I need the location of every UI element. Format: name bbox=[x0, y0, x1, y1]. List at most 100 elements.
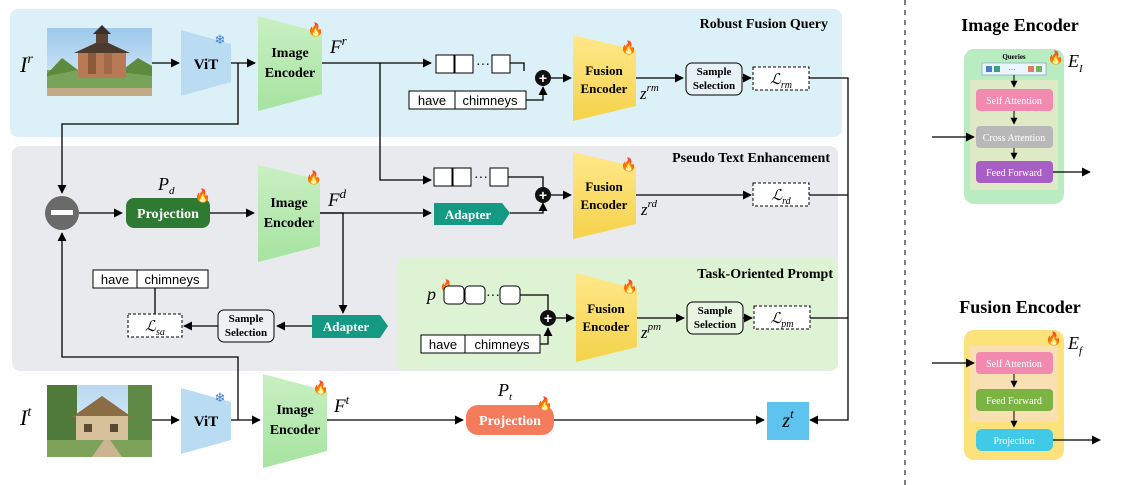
svg-text:Selection: Selection bbox=[694, 319, 736, 331]
svg-text:Encoder: Encoder bbox=[583, 319, 630, 334]
svg-text:Fusion: Fusion bbox=[585, 179, 623, 194]
flame-icon: 🔥 bbox=[308, 22, 324, 37]
svg-text:Image: Image bbox=[276, 403, 313, 418]
projection-block-fe bbox=[976, 429, 1053, 451]
ef-label: Ef bbox=[1067, 333, 1084, 357]
svg-text:chimneys: chimneys bbox=[475, 337, 530, 352]
svg-text:Encoder: Encoder bbox=[581, 197, 628, 212]
self-attention-block bbox=[976, 89, 1053, 111]
text-tokens-lower: have chimneys bbox=[92, 269, 209, 289]
svg-text:Cross Attention: Cross Attention bbox=[983, 133, 1046, 144]
loss-rm-label: ℒrm bbox=[770, 72, 792, 91]
cross-attention-block bbox=[976, 126, 1053, 148]
text-tokens-row1: have chimneys bbox=[408, 90, 527, 110]
task-oriented-prompt-title: Task-Oriented Prompt bbox=[697, 267, 833, 282]
vit-label-target: ViT bbox=[194, 414, 218, 430]
image-encoder-label-1: Image bbox=[271, 46, 308, 61]
ei-label: EI bbox=[1067, 51, 1084, 75]
svg-text:Feed Forward: Feed Forward bbox=[986, 396, 1042, 407]
flame-icon: 🔥 bbox=[313, 380, 329, 395]
flame-icon: 🔥 bbox=[537, 396, 553, 411]
svg-text:Adapter: Adapter bbox=[323, 319, 369, 334]
svg-text:Projection: Projection bbox=[137, 207, 199, 222]
svg-text:Adapter: Adapter bbox=[445, 207, 491, 222]
p-label: p bbox=[425, 284, 436, 304]
image-encoder-reference bbox=[258, 16, 322, 111]
zt-box bbox=[767, 402, 809, 440]
snowflake-icon: ❄ bbox=[215, 32, 226, 47]
svg-text:chimneys: chimneys bbox=[145, 272, 200, 287]
flame-icon: 🔥 bbox=[1046, 331, 1062, 346]
ft-label: Ft bbox=[333, 392, 350, 417]
loss-sa-label: ℒsa bbox=[145, 319, 165, 338]
svg-text:···: ··· bbox=[476, 58, 490, 73]
flame-icon: 🔥 bbox=[306, 170, 322, 185]
svg-text:Projection: Projection bbox=[479, 414, 541, 429]
vit-label-reference: ViT bbox=[194, 57, 218, 73]
svg-text:chimneys: chimneys bbox=[463, 93, 518, 108]
ir-label: Ir bbox=[19, 52, 33, 77]
svg-text:Image: Image bbox=[270, 196, 307, 211]
queries-label: Queries bbox=[1002, 53, 1026, 61]
fusion-encoder-row3 bbox=[576, 273, 637, 362]
snowflake-icon: ❄ bbox=[215, 390, 226, 405]
svg-text:Self Attention: Self Attention bbox=[986, 96, 1042, 107]
loss-rd-label: ℒrd bbox=[771, 188, 791, 207]
pseudo-text-enhancement-title: Pseudo Text Enhancement bbox=[672, 151, 830, 166]
image-encoder-target bbox=[263, 374, 327, 468]
svg-text:Selection: Selection bbox=[693, 80, 735, 92]
adapter-block-row2 bbox=[434, 203, 510, 225]
svg-text:Encoder: Encoder bbox=[581, 81, 628, 96]
svg-text:Selection: Selection bbox=[225, 327, 267, 339]
svg-text:Feed Forward: Feed Forward bbox=[986, 168, 1042, 179]
svg-text:Sample: Sample bbox=[229, 313, 264, 325]
plus-circle-row3 bbox=[540, 310, 556, 326]
flame-icon: 🔥 bbox=[1048, 50, 1064, 65]
svg-text:···: ··· bbox=[474, 171, 488, 186]
self-attention-block-fe bbox=[976, 352, 1053, 374]
svg-text:Fusion: Fusion bbox=[585, 63, 623, 78]
fd-label: Fd bbox=[327, 186, 347, 211]
feed-forward-block-fe bbox=[976, 389, 1053, 411]
projection-block-pt bbox=[466, 405, 554, 435]
vit-block-target bbox=[181, 388, 231, 454]
flame-icon: 🔥 bbox=[195, 188, 211, 203]
target-image bbox=[47, 385, 152, 457]
svg-text:+: + bbox=[544, 310, 552, 326]
feed-forward-block-ie bbox=[976, 161, 1053, 183]
loss-pm-label: ℒpm bbox=[770, 311, 793, 330]
fusion-encoder-row2 bbox=[573, 152, 636, 239]
fr-label: Fr bbox=[329, 33, 348, 58]
svg-text:Sample: Sample bbox=[698, 305, 733, 317]
query-tokens-row1: ··· bbox=[435, 54, 511, 74]
robust-fusion-query-title: Robust Fusion Query bbox=[700, 17, 828, 32]
fusion-encoder-panel-title: Fusion Encoder bbox=[959, 297, 1081, 317]
svg-text:Self Attention: Self Attention bbox=[986, 359, 1042, 370]
text-tokens-prompt: have chimneys bbox=[420, 334, 541, 354]
svg-text:Encoder: Encoder bbox=[264, 216, 315, 231]
svg-text:Projection: Projection bbox=[993, 436, 1034, 447]
svg-text:···: ··· bbox=[486, 289, 500, 304]
flame-icon: 🔥 bbox=[622, 279, 638, 294]
zrm-label: zrm bbox=[639, 82, 659, 103]
svg-text:have: have bbox=[101, 272, 129, 287]
svg-text:···: ··· bbox=[1009, 66, 1016, 74]
pt-label: Pt bbox=[497, 380, 513, 403]
svg-text:+: + bbox=[539, 187, 547, 203]
flame-icon: 🔥 bbox=[621, 157, 637, 172]
svg-text:Fusion: Fusion bbox=[587, 301, 625, 316]
svg-text:have: have bbox=[429, 337, 457, 352]
zpm-label: zpm bbox=[640, 321, 661, 342]
image-encoder-label-2: Encoder bbox=[265, 66, 316, 81]
vit-block-reference bbox=[181, 30, 231, 96]
zt-label: zt bbox=[781, 406, 794, 432]
svg-text:have: have bbox=[418, 93, 446, 108]
image-encoder-pseudo bbox=[258, 165, 320, 262]
svg-text:+: + bbox=[539, 70, 547, 86]
prompt-tokens: ··· bbox=[443, 285, 521, 305]
adapter-block-lower bbox=[312, 315, 388, 338]
reference-image bbox=[47, 25, 152, 96]
plus-circle-row2 bbox=[535, 187, 551, 203]
image-encoder-panel-title: Image Encoder bbox=[961, 15, 1078, 35]
